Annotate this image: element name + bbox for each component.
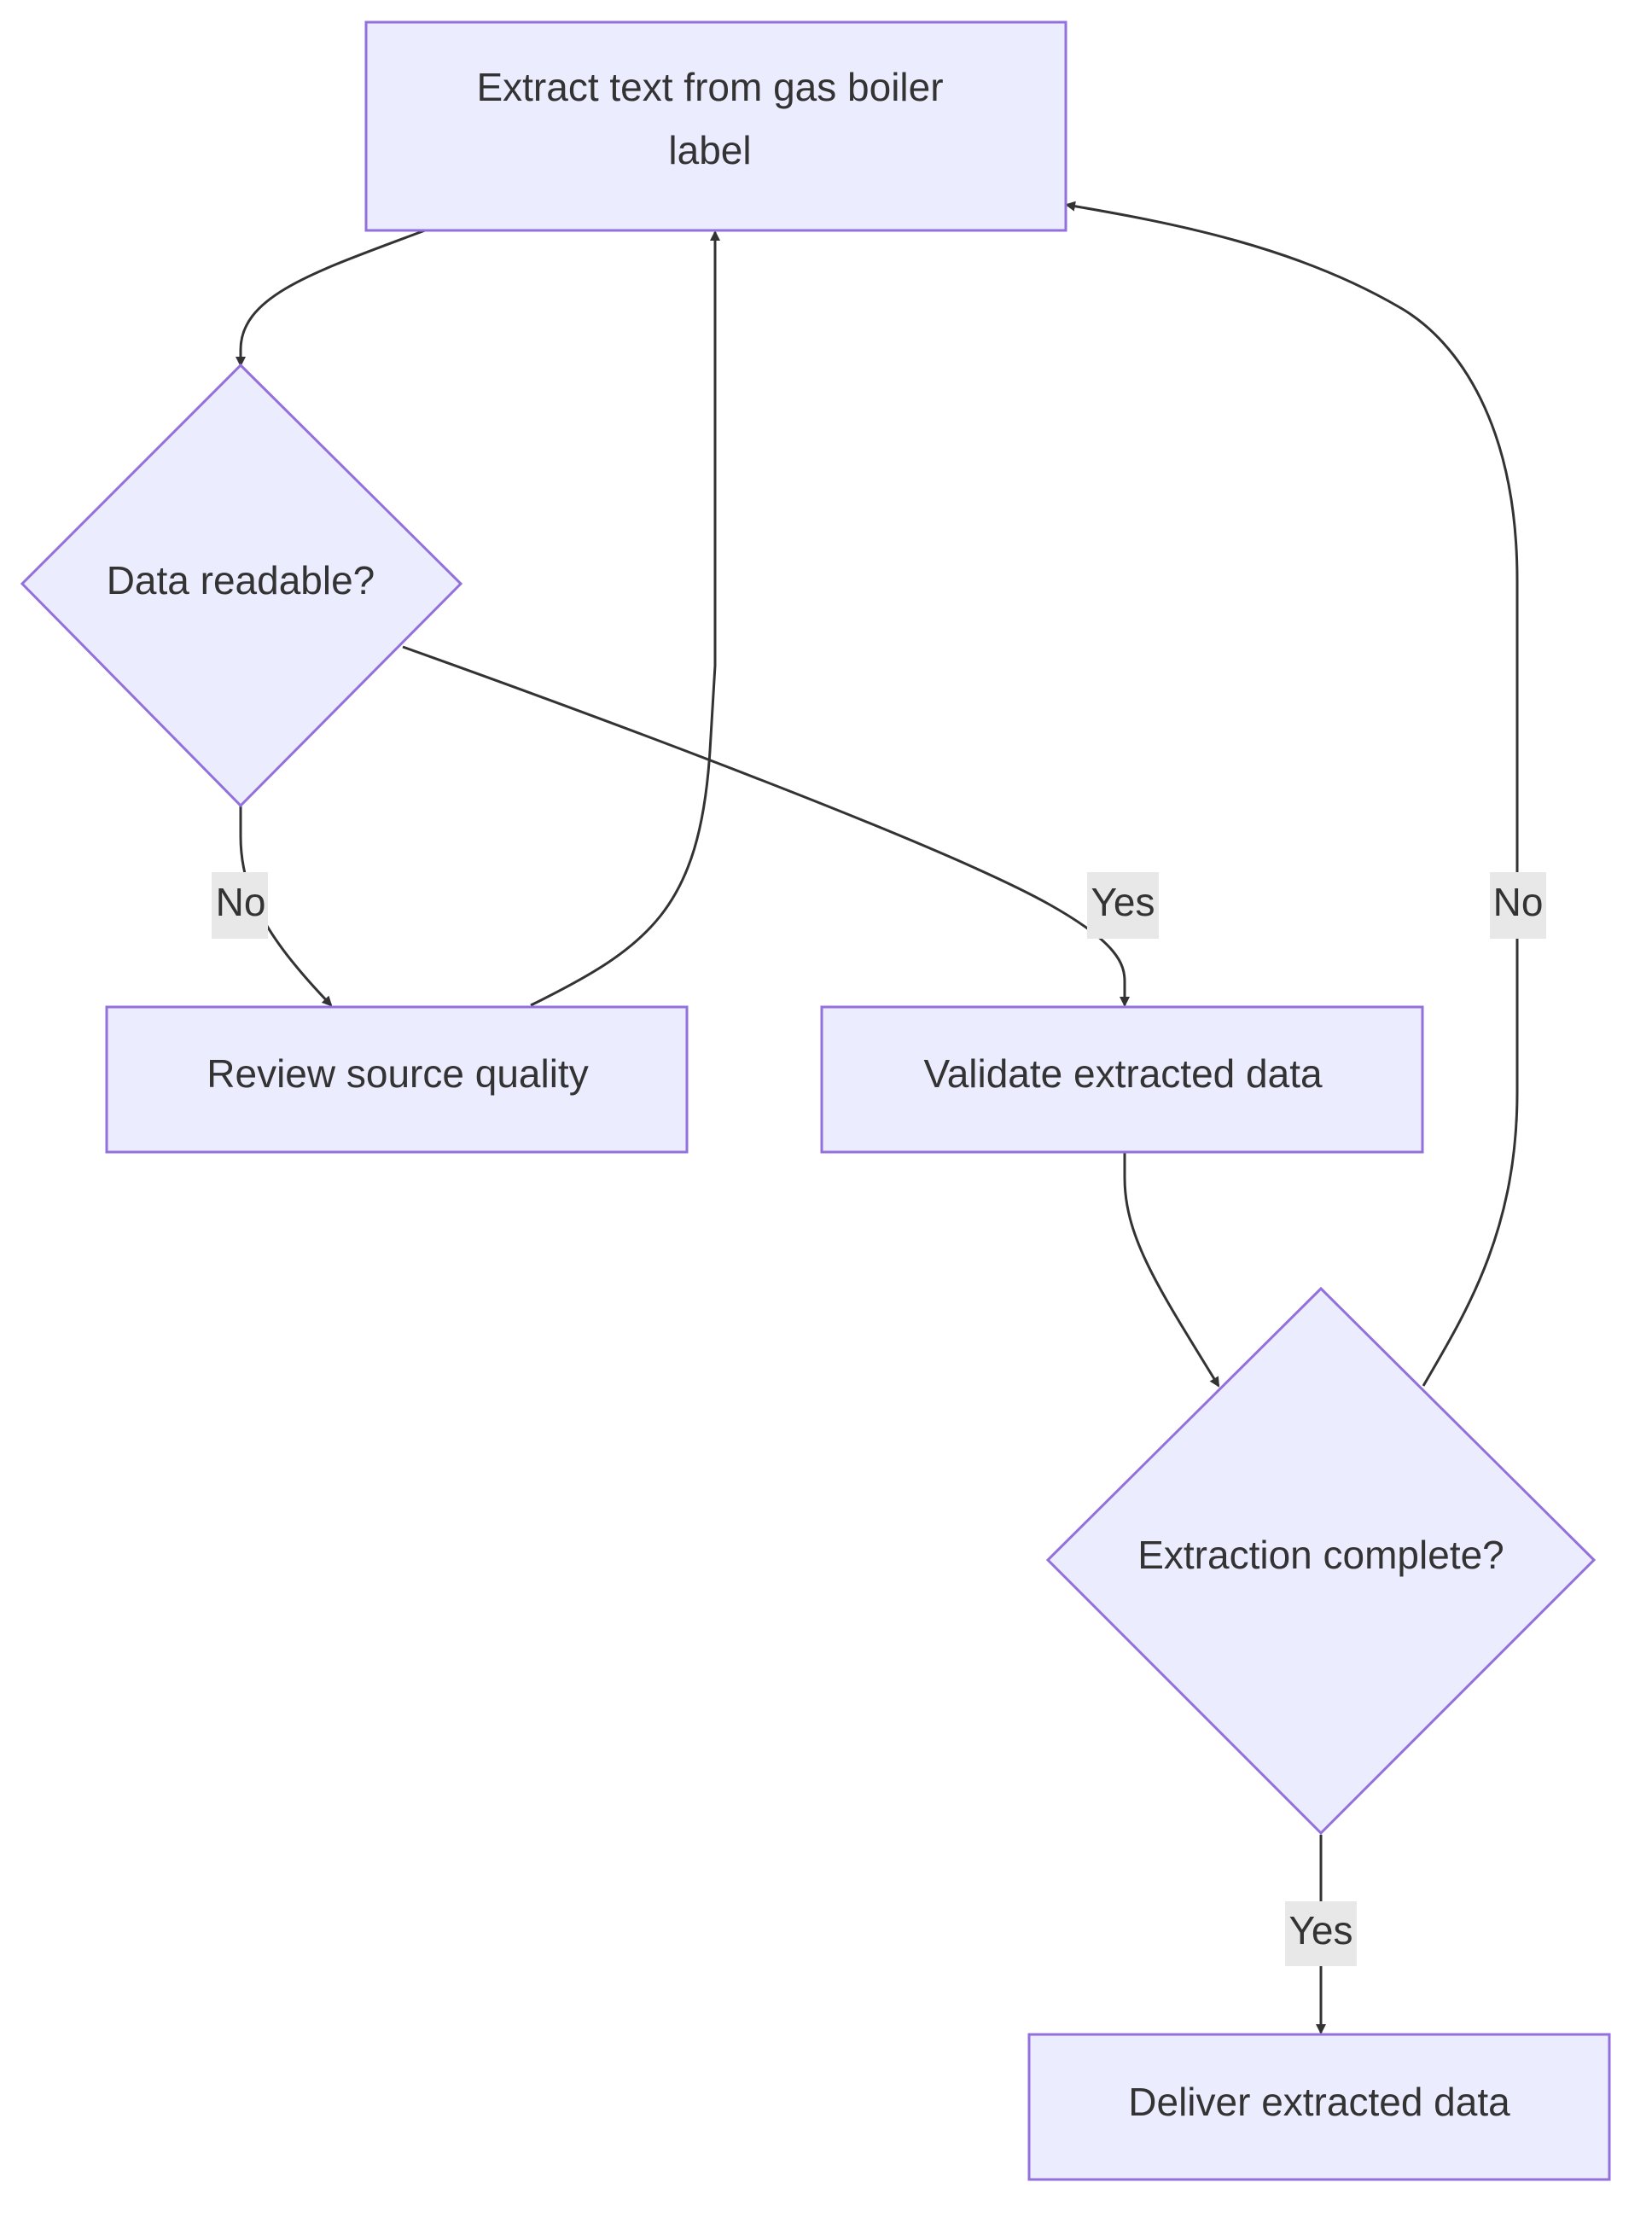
node-extract-label-line1: Extract text from gas boiler (476, 65, 943, 109)
node-readable-label: Data readable? (107, 558, 375, 602)
edge-label-text: Yes (1091, 880, 1155, 924)
edge-readable-to-validate (402, 645, 1130, 1007)
node-deliver: Deliver extracted data (1027, 2033, 1611, 2181)
node-extract: Extract text from gas boiler label (364, 20, 1067, 232)
node-review: Review source quality (105, 1005, 689, 1154)
node-complete: Extraction complete? (1045, 1286, 1597, 1836)
node-readable: Data readable? (20, 363, 463, 808)
edge-complete-to-extract (1065, 201, 1519, 1387)
edge-validate-to-complete (1123, 1152, 1220, 1388)
edges (236, 201, 1519, 2034)
edge-label-yes-deliver: Yes (1285, 1901, 1357, 1966)
node-review-label: Review source quality (206, 1051, 588, 1096)
edge-label-text: No (1493, 880, 1544, 924)
edge-labels: No Yes No Yes (212, 872, 1546, 1966)
edge-label-no-extract: No (1490, 872, 1546, 939)
node-deliver-label: Deliver extracted data (1128, 2080, 1510, 2124)
edge-label-yes-validate: Yes (1087, 872, 1159, 939)
edge-label-no-review: No (212, 872, 268, 939)
node-extract-label-line2: label (668, 128, 751, 172)
node-validate-label: Validate extracted data (923, 1051, 1323, 1096)
node-validate: Validate extracted data (820, 1005, 1424, 1154)
edge-extract-to-readable (236, 229, 426, 367)
edge-label-text: No (216, 880, 266, 924)
edge-label-text: Yes (1288, 1908, 1352, 1953)
node-complete-label: Extraction complete? (1137, 1533, 1504, 1577)
edge-review-to-extract (530, 230, 720, 1007)
